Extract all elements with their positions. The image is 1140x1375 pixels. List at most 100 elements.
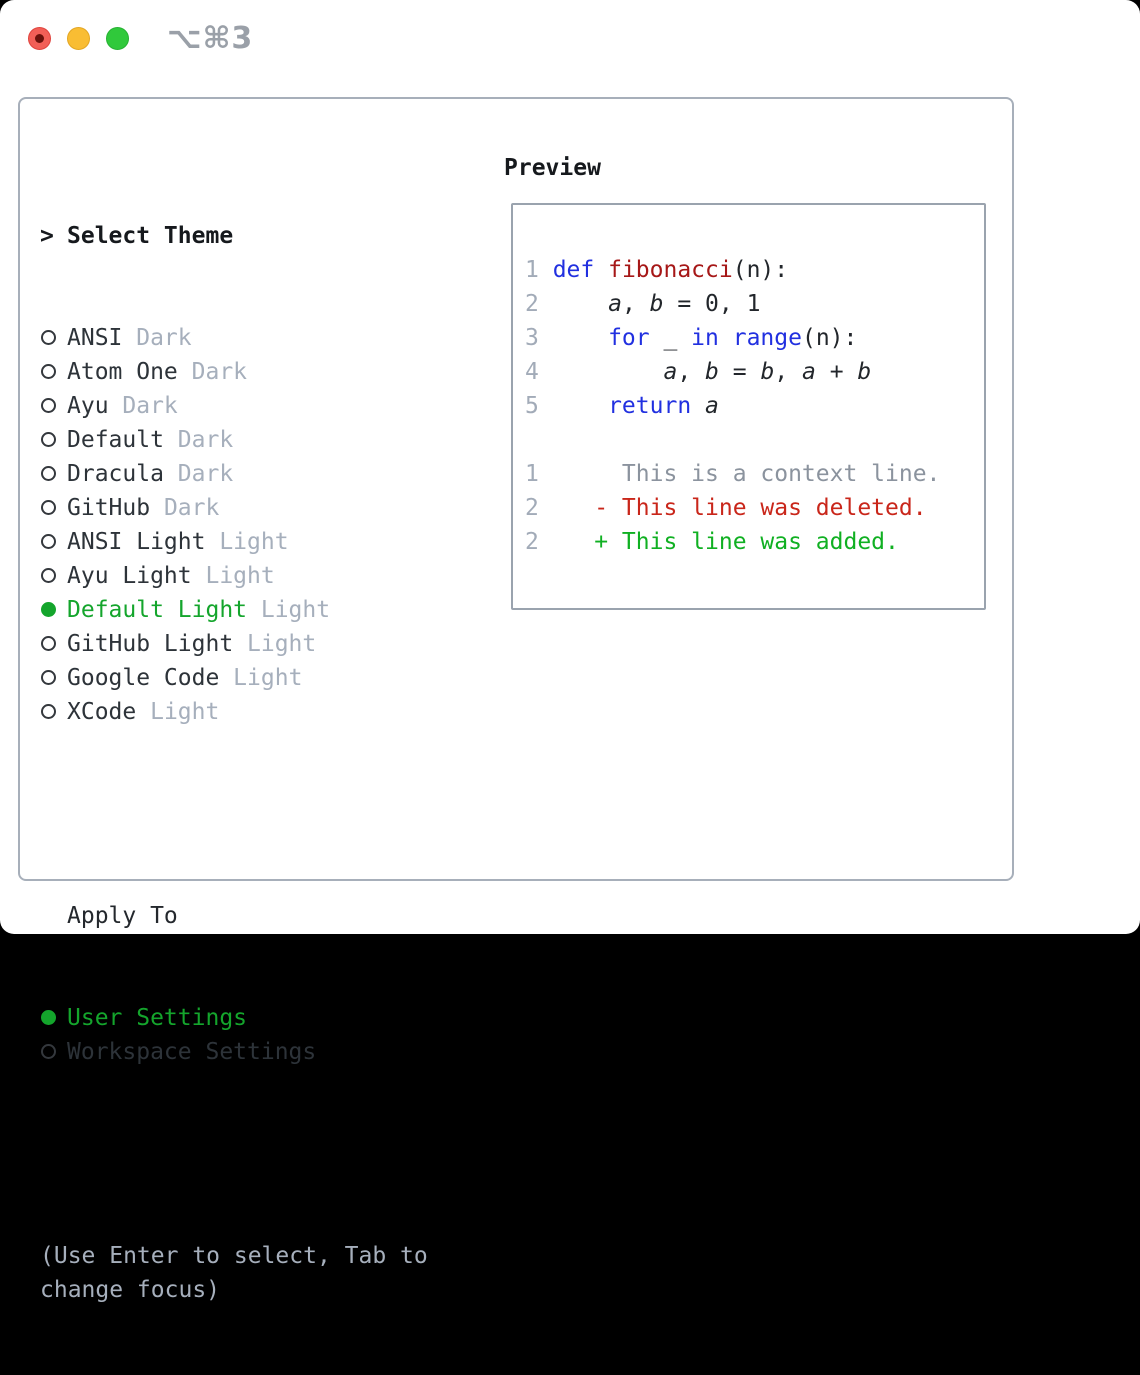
theme-variant: Light xyxy=(136,699,219,725)
theme-selector-header: >Select Theme xyxy=(40,219,428,253)
blank-line xyxy=(525,423,984,457)
radio-icon xyxy=(41,670,56,685)
code-token xyxy=(553,325,608,351)
radio-icon xyxy=(41,432,56,447)
code-token: - This line was deleted. xyxy=(553,495,927,521)
radio-selected-icon xyxy=(41,602,56,617)
code-token: , xyxy=(677,359,705,385)
theme-item[interactable]: Atom One Dark xyxy=(40,355,428,389)
preview-title: Preview xyxy=(504,151,601,185)
code-token: , xyxy=(622,291,650,317)
radio-icon xyxy=(41,568,56,583)
option-label: User Settings xyxy=(67,1005,247,1031)
code-line: 1 This is a context line. xyxy=(525,457,984,491)
theme-item[interactable]: Default Light Light xyxy=(40,593,428,627)
theme-item[interactable]: GitHub Dark xyxy=(40,491,428,525)
theme-variant: Dark xyxy=(122,325,191,351)
radio-icon xyxy=(41,500,56,515)
theme-name: Dracula xyxy=(67,461,164,487)
line-number: 5 xyxy=(525,389,553,423)
theme-variant: Light xyxy=(205,529,288,555)
radio-icon xyxy=(41,466,56,481)
theme-name: ANSI Light xyxy=(67,529,205,555)
code-token: b xyxy=(705,359,719,385)
radio-icon xyxy=(41,398,56,413)
theme-name: GitHub xyxy=(67,495,150,521)
theme-name: XCode xyxy=(67,699,136,725)
theme-variant: Light xyxy=(219,665,302,691)
apply-to-header: Apply To xyxy=(40,899,428,933)
radio-icon xyxy=(41,704,56,719)
code-token: _ xyxy=(650,325,692,351)
theme-variant: Light xyxy=(192,563,275,589)
theme-item[interactable]: Ayu Dark xyxy=(40,389,428,423)
apply-option[interactable]: Workspace Settings xyxy=(40,1035,428,1069)
line-number: 1 xyxy=(525,457,553,491)
code-line: 5 return a xyxy=(525,389,984,423)
line-number: 4 xyxy=(525,355,553,389)
code-token: a xyxy=(663,359,677,385)
code-token: for xyxy=(608,325,650,351)
code-token: , xyxy=(774,359,802,385)
close-button[interactable] xyxy=(28,27,51,50)
code-token: This is a context line. xyxy=(553,461,941,487)
cursor-icon: > xyxy=(40,223,54,249)
radio-icon xyxy=(41,1044,56,1059)
theme-name: Default xyxy=(67,427,164,453)
code-token: a xyxy=(802,359,816,385)
titlebar: ⌥⌘3 xyxy=(0,0,1140,80)
code-line: 2 a, b = 0, 1 xyxy=(525,287,984,321)
theme-variant: Light xyxy=(247,597,330,623)
code-token: range xyxy=(733,325,802,351)
theme-variant: Dark xyxy=(178,359,247,385)
theme-item[interactable]: Default Dark xyxy=(40,423,428,457)
hint-line: change focus) xyxy=(40,1273,428,1307)
minimize-button[interactable] xyxy=(67,27,90,50)
code-token: + xyxy=(816,359,858,385)
theme-item[interactable]: ANSI Light Light xyxy=(40,525,428,559)
code-token: = 0, 1 xyxy=(664,291,761,317)
line-number: 2 xyxy=(525,525,553,559)
radio-icon xyxy=(41,364,56,379)
zoom-button[interactable] xyxy=(106,27,129,50)
code-token xyxy=(553,359,664,385)
line-number: 1 xyxy=(525,253,553,287)
theme-name: Default Light xyxy=(67,597,247,623)
theme-variant: Dark xyxy=(150,495,219,521)
window-shortcut: ⌥⌘3 xyxy=(167,21,253,56)
theme-name: Ayu Light xyxy=(67,563,192,589)
code-token: + This line was added. xyxy=(553,529,899,555)
apply-option[interactable]: User Settings xyxy=(40,1001,428,1035)
theme-name: Atom One xyxy=(67,359,178,385)
spacer xyxy=(40,797,428,831)
code-token: (n): xyxy=(733,257,788,283)
code-token: b xyxy=(857,359,871,385)
code-token xyxy=(553,291,608,317)
theme-item[interactable]: XCode Light xyxy=(40,695,428,729)
spacer xyxy=(40,1137,428,1171)
option-label: Workspace Settings xyxy=(67,1039,316,1065)
code-line: 3 for _ in range(n): xyxy=(525,321,984,355)
radio-icon xyxy=(41,330,56,345)
theme-item[interactable]: Ayu Light Light xyxy=(40,559,428,593)
line-number: 3 xyxy=(525,321,553,355)
hint-line: (Use Enter to select, Tab to xyxy=(40,1239,428,1273)
theme-item[interactable]: ANSI Dark xyxy=(40,321,428,355)
code-token: in xyxy=(691,325,719,351)
theme-item[interactable]: GitHub Light Light xyxy=(40,627,428,661)
theme-item[interactable]: Google Code Light xyxy=(40,661,428,695)
radio-icon xyxy=(41,636,56,651)
code-token xyxy=(719,325,733,351)
theme-variant: Dark xyxy=(164,427,233,453)
theme-name: Ayu xyxy=(67,393,109,419)
theme-item[interactable]: Dracula Dark xyxy=(40,457,428,491)
code-token: return xyxy=(608,393,691,419)
theme-name: ANSI xyxy=(67,325,122,351)
code-token: b xyxy=(650,291,664,317)
theme-variant: Dark xyxy=(164,461,233,487)
code-token: def xyxy=(553,257,595,283)
